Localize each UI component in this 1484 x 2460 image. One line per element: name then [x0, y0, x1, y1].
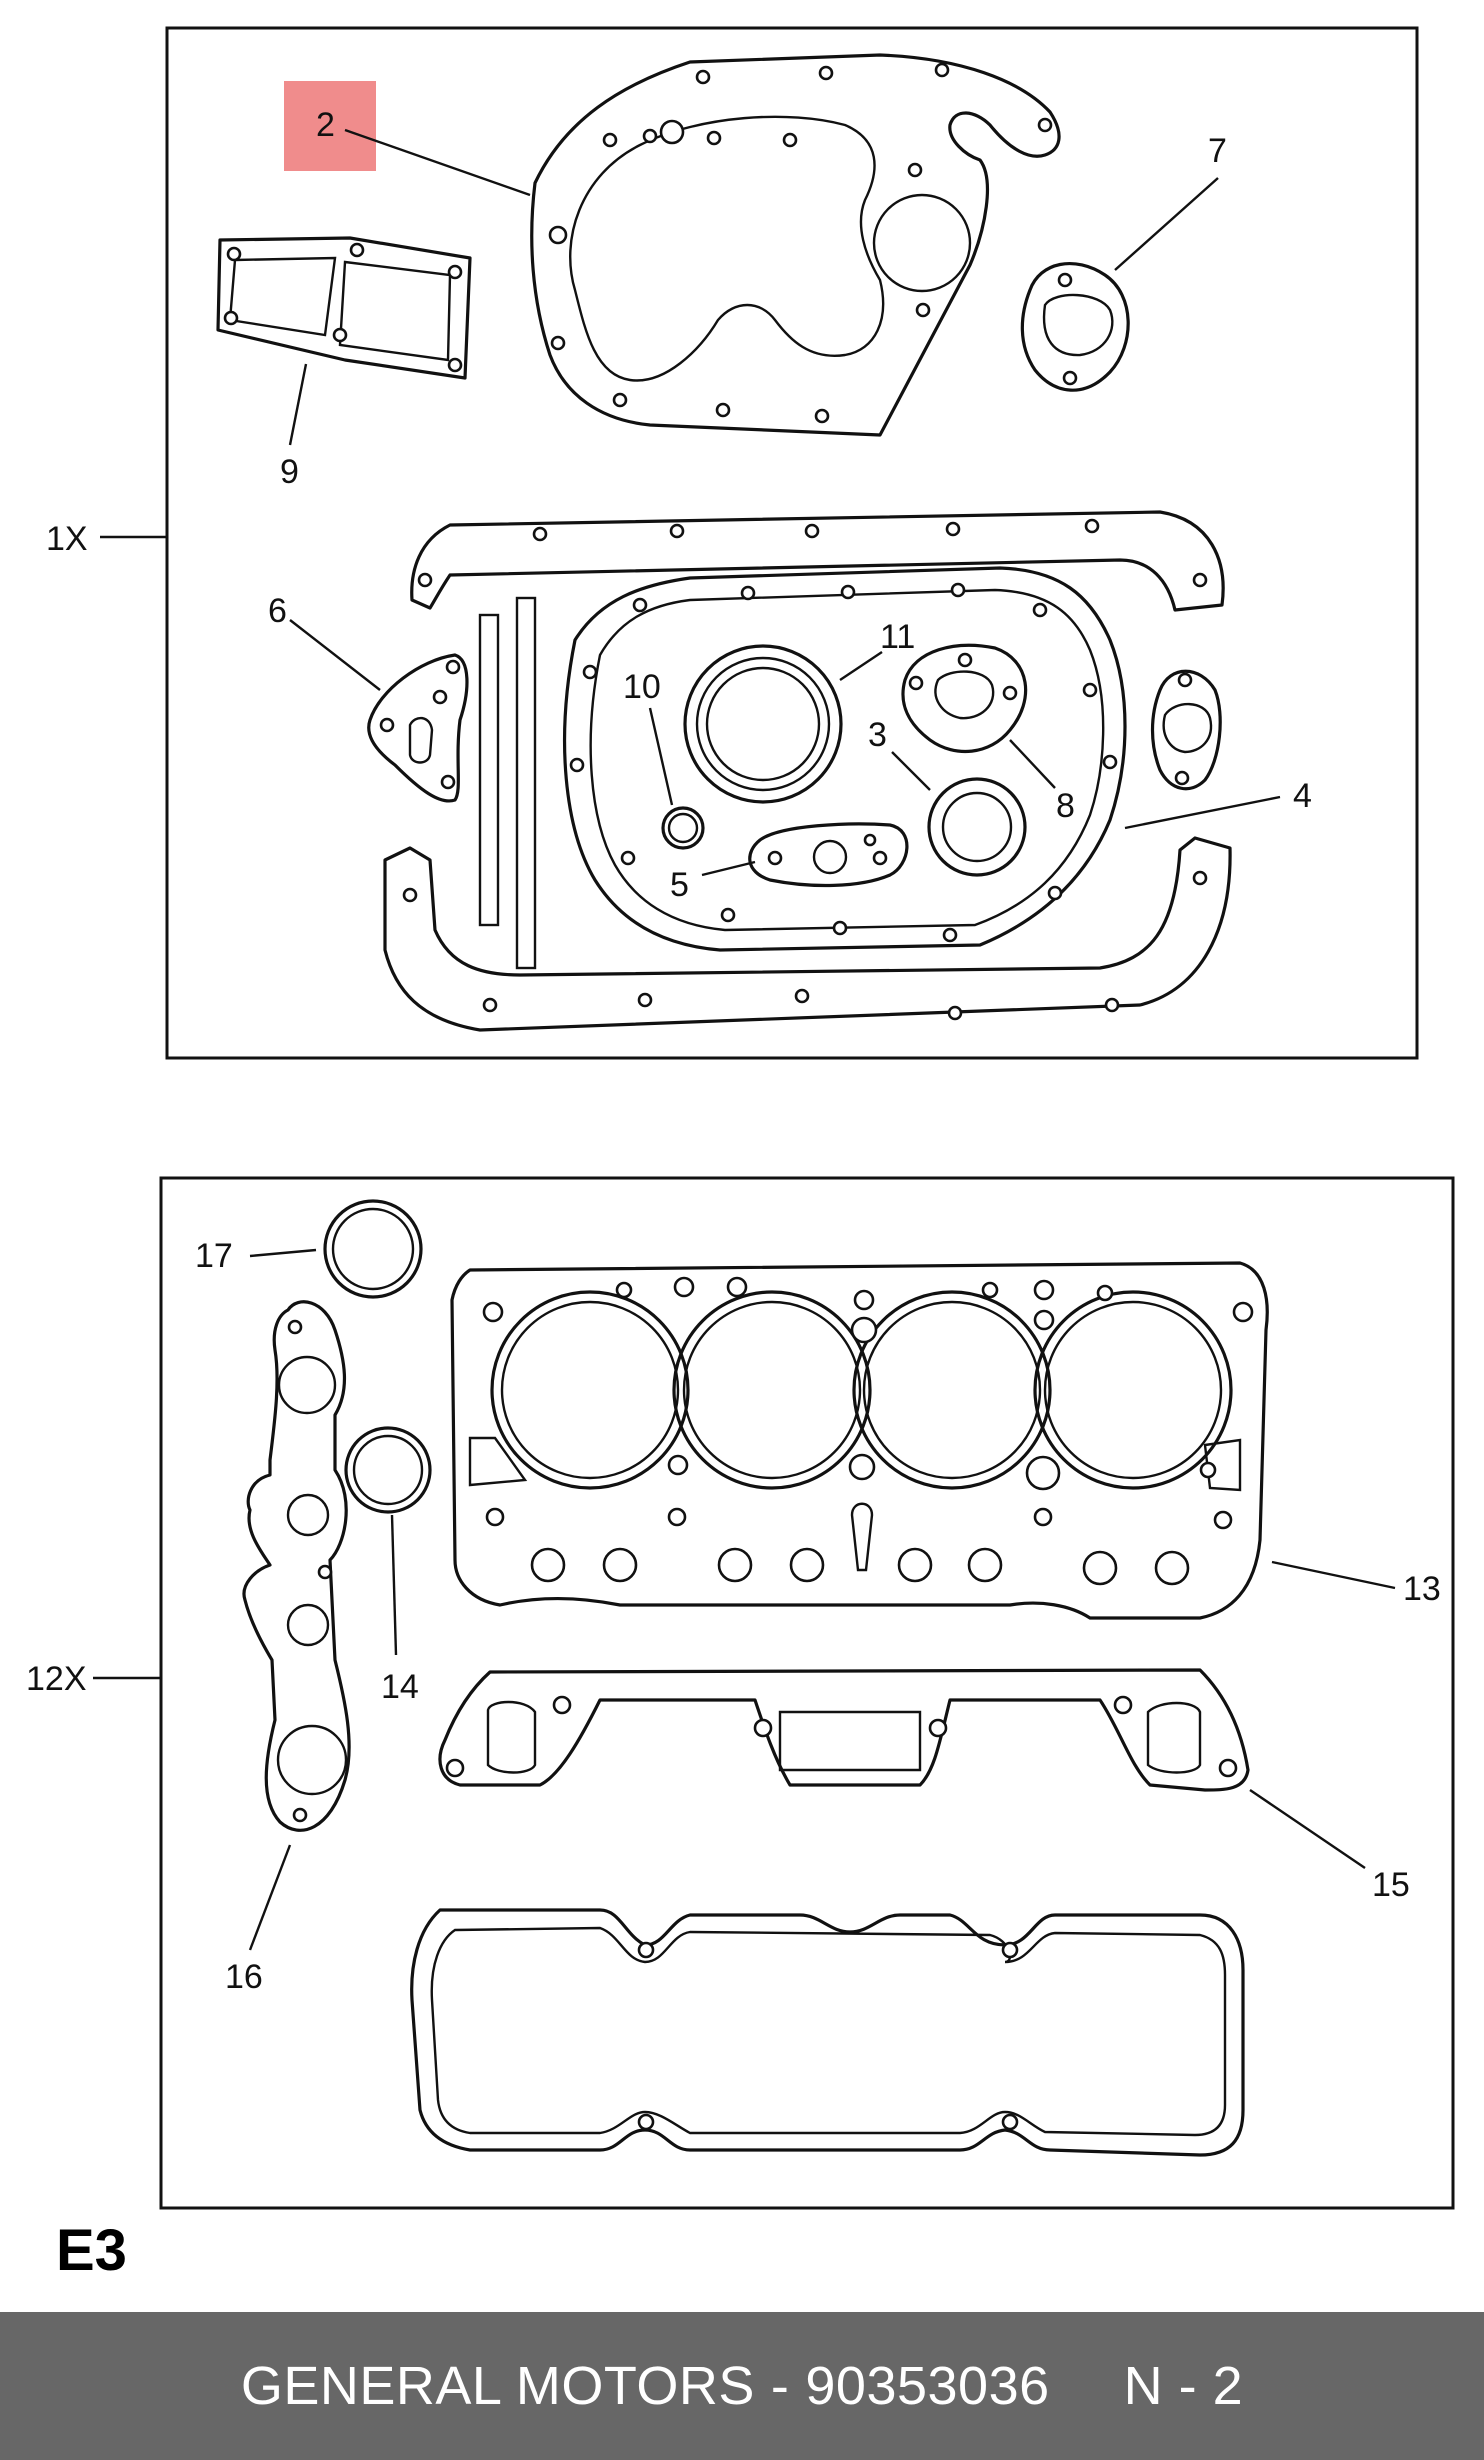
- lower-kit-frame: [159, 1176, 1455, 2210]
- callout-9: 9: [280, 453, 299, 491]
- callout-5: 5: [670, 866, 689, 904]
- side-flange-gasket: [1150, 669, 1222, 791]
- o-ring-10: [661, 806, 705, 850]
- callout-14: 14: [381, 1668, 419, 1706]
- rocker-cover-gasket: [410, 1908, 1245, 2157]
- seal-strips: [478, 596, 537, 970]
- callout-6: 6: [268, 592, 287, 630]
- callout-3: 3: [868, 716, 887, 754]
- oil-pan-gasket-lower: [383, 836, 1232, 1032]
- callout-13: 13: [1403, 1570, 1441, 1608]
- round-seal-3: [927, 777, 1027, 877]
- front-housing-gasket: [563, 566, 1127, 952]
- callout-15: 15: [1372, 1866, 1410, 1904]
- footer-page-label: N - 2: [1123, 2356, 1244, 2416]
- manifold-gasket-16: [242, 1300, 351, 1832]
- callout-2: 2: [316, 106, 335, 144]
- callout-8: 8: [1056, 787, 1075, 825]
- gasket-kit-diagram: 2 7 9: [26, 26, 1455, 2210]
- ring-seal-17: [323, 1199, 423, 1299]
- callout-16: 16: [225, 1958, 263, 1996]
- ring-seal-14: [344, 1426, 432, 1514]
- callout-11: 11: [880, 618, 915, 656]
- cylinder-head-gasket: [450, 1261, 1269, 1620]
- callout-10: 10: [623, 668, 661, 706]
- callout-4: 4: [1293, 777, 1312, 815]
- callout-12x: 12X: [26, 1660, 87, 1698]
- crankshaft-seal: [683, 644, 843, 804]
- callout-2-highlight: [284, 81, 376, 171]
- footer-brand: GENERAL MOTORS: [240, 2356, 755, 2416]
- footer-part-number: 90353036: [805, 2356, 1050, 2416]
- footer-separator: -: [770, 2356, 790, 2416]
- footer-bar: GENERAL MOTORS - 90353036 N - 2: [0, 2312, 1484, 2460]
- upper-kit-frame: [165, 26, 1419, 1060]
- page-code: E3: [56, 2218, 127, 2283]
- callout-7: 7: [1208, 132, 1227, 170]
- flange-gasket-8: [901, 643, 1028, 754]
- side-cover-gasket: [216, 236, 472, 380]
- callout-17: 17: [195, 1237, 233, 1275]
- callout-1x: 1X: [46, 520, 88, 558]
- oval-gasket-5: [748, 822, 909, 888]
- water-pump-gasket: [1020, 262, 1130, 392]
- oil-pan-gasket-upper: [410, 510, 1225, 612]
- flange-gasket-6: [367, 653, 469, 803]
- intake-manifold-gasket: [438, 1668, 1250, 1792]
- timing-cover-gasket: [530, 53, 1061, 437]
